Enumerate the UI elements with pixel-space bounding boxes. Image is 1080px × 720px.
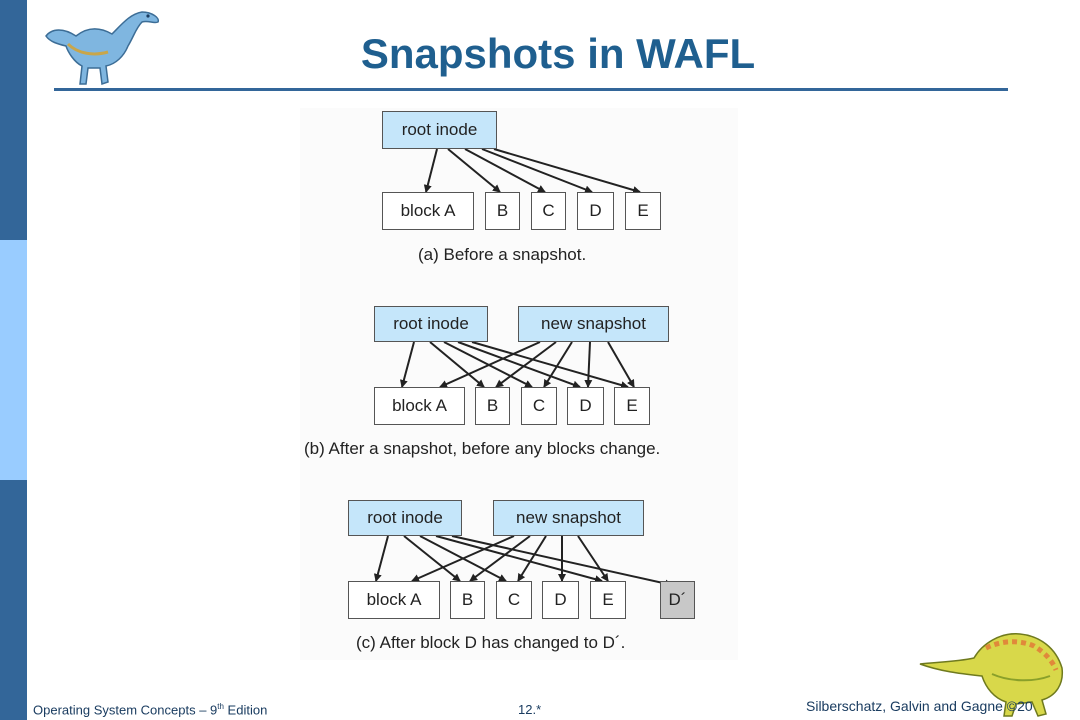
panel-b-root-inode: root inode	[374, 306, 488, 342]
panel-a-block-b: B	[485, 192, 520, 230]
footer-title-superscript: th	[217, 702, 224, 711]
sidebar-segment-top	[0, 0, 27, 240]
panel-c-caption: (c) After block D has changed to D´.	[356, 633, 626, 652]
panel-a-block-c: C	[531, 192, 566, 230]
panel-b-block-d: D	[567, 387, 604, 425]
sidebar-segment-middle	[0, 240, 27, 480]
title-divider	[54, 88, 1008, 91]
footer-title-edition: Edition	[223, 702, 268, 718]
panel-c-block-a: block A	[348, 581, 440, 619]
panel-c-block-c: C	[496, 581, 532, 619]
panel-a-caption: (a) Before a snapshot.	[418, 245, 587, 264]
panel-a-block-d: D	[577, 192, 614, 230]
panel-c-block-b: B	[450, 581, 485, 619]
footer-title-main: Operating System Concepts – 9	[33, 702, 218, 718]
panel-a-root-inode: root inode	[382, 111, 497, 149]
panel-c-block-d: D	[542, 581, 579, 619]
sidebar-segment-bottom	[0, 480, 27, 720]
panel-b-caption: (b) After a snapshot, before any blocks …	[304, 439, 661, 458]
footer-copyright: Silberschatz, Galvin and Gagne ©20	[806, 698, 1033, 714]
panel-c-root-inode: root inode	[348, 500, 462, 536]
panel-c-new-snapshot: new snapshot	[493, 500, 644, 536]
panel-b-block-c: C	[521, 387, 557, 425]
slide-title: Snapshots in WAFL	[360, 30, 756, 77]
panel-c-block-e: E	[590, 581, 626, 619]
dinosaur-logo-top	[45, 11, 160, 86]
panel-b-block-e: E	[614, 387, 650, 425]
footer-course-title: Operating System Concepts – 9th Edition	[33, 702, 267, 717]
panel-b-block-a: block A	[374, 387, 465, 425]
panel-a-block-e: E	[625, 192, 661, 230]
panel-b-block-b: B	[475, 387, 510, 425]
panel-b-new-snapshot: new snapshot	[518, 306, 669, 342]
dinosaur-logo-bottom	[919, 633, 1064, 717]
footer-page-number: 12.*	[518, 702, 542, 717]
panel-a-block-a: block A	[382, 192, 474, 230]
sidebar-bar	[0, 0, 27, 720]
panel-c-block-d-prime: D´	[660, 581, 695, 619]
